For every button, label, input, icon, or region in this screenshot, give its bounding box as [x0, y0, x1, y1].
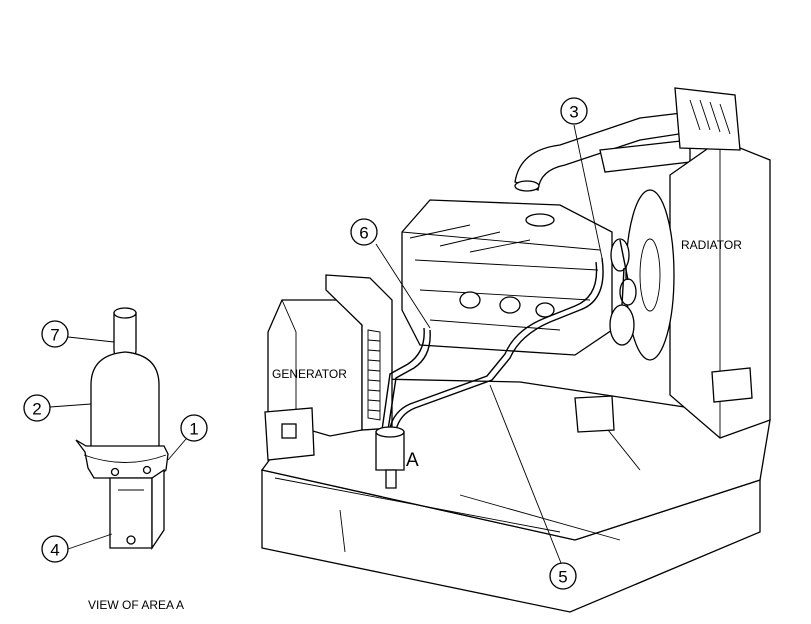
svg-text:5: 5	[558, 568, 567, 587]
fuel-filter-inset	[75, 307, 169, 551]
callout-7: 7	[41, 320, 69, 348]
callout-5: 5	[549, 562, 577, 590]
generator-vents	[367, 339, 381, 412]
svg-text:4: 4	[50, 541, 59, 560]
svg-text:7: 7	[50, 326, 59, 345]
svg-text:6: 6	[359, 224, 368, 243]
svg-text:1: 1	[189, 420, 198, 439]
svg-text:3: 3	[569, 103, 578, 122]
area-a-label: A	[406, 450, 419, 471]
callout-2: 2	[23, 394, 51, 422]
callout-1: 1	[180, 414, 208, 442]
engine-generator-assembly	[260, 87, 771, 613]
radiator-cap-coil	[689, 99, 731, 135]
radiator-label: RADIATOR	[681, 238, 742, 252]
generator-label: GENERATOR	[272, 367, 347, 381]
view-caption: VIEW OF AREA A	[88, 598, 184, 612]
callout-6: 6	[350, 218, 378, 246]
callout-4: 4	[41, 535, 69, 563]
callout-3: 3	[560, 97, 588, 125]
callout-leaders	[49, 124, 603, 564]
svg-text:2: 2	[32, 400, 41, 419]
